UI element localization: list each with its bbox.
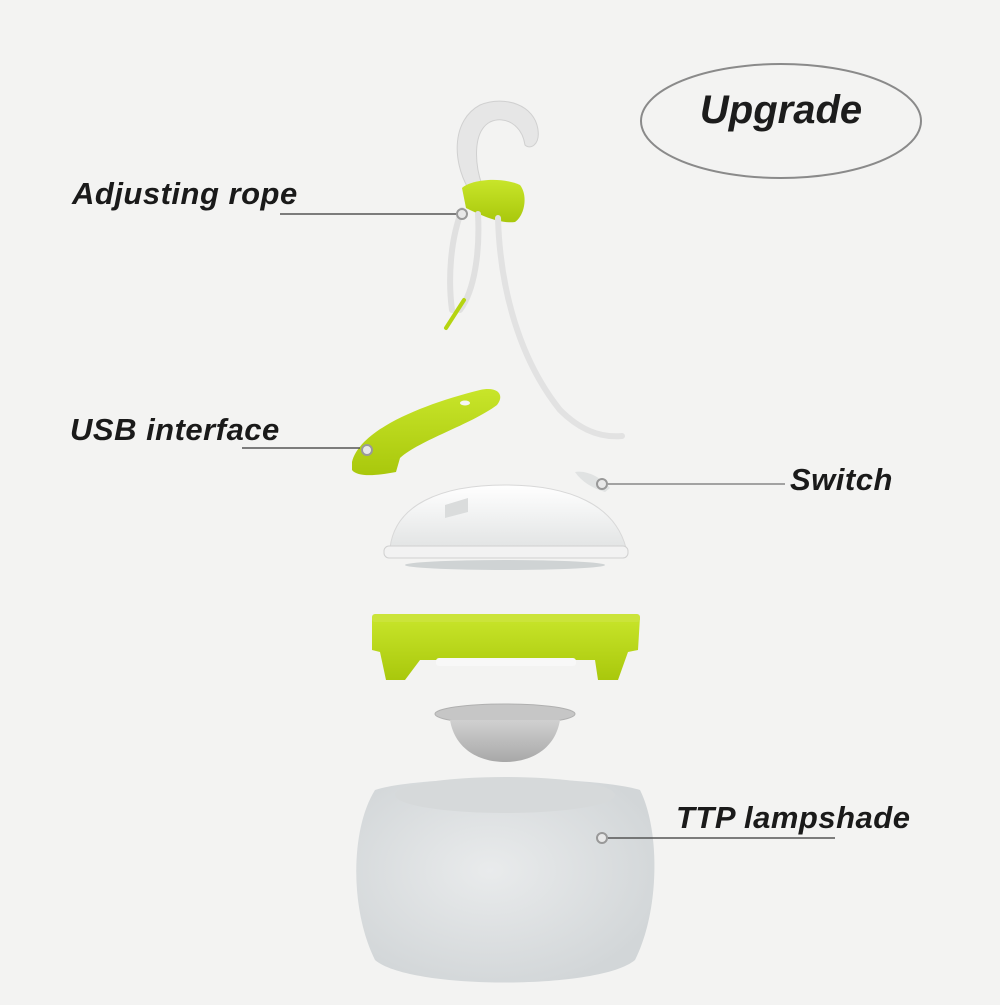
label-lampshade: TTP lampshade	[676, 800, 911, 835]
label-switch: Switch	[790, 462, 893, 497]
usb-cover-part	[352, 389, 501, 476]
reflector-part	[434, 703, 576, 762]
green-ring-part	[372, 614, 640, 680]
leader-line-adjusting-rope	[280, 208, 468, 220]
top-cap-part	[383, 484, 629, 570]
lampshade-part	[356, 777, 655, 983]
leader-line-switch	[596, 478, 785, 490]
label-usb-interface: USB interface	[70, 412, 280, 447]
upgrade-badge	[640, 63, 922, 179]
leader-line-usb-interface	[242, 444, 373, 456]
label-adjusting-rope: Adjusting rope	[72, 176, 298, 211]
leader-line-lampshade	[596, 832, 835, 844]
hook-and-rope	[444, 100, 625, 440]
upgrade-badge-text: Upgrade	[699, 88, 863, 132]
